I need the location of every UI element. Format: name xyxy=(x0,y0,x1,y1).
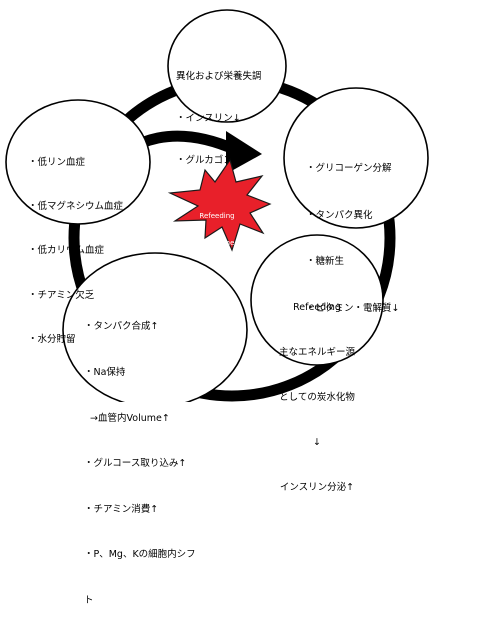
node-bottomright-line: インスリン分泌↑ xyxy=(279,482,355,493)
node-left-text: ・低リン血症 ・低マグネシウム血症 ・低カリウム血症 ・チアミン欠乏 ・水分貯留 xyxy=(28,126,123,363)
node-bottomleft-line: →血管内Volume↑ xyxy=(84,412,170,424)
node-right-circle xyxy=(283,87,429,229)
node-bottomright-text: Refeeding 主なエネルギー源 としての炭水化物 ↓ インスリン分泌↑ xyxy=(262,270,372,510)
node-bottomleft-line: ・チアミン消費↑ xyxy=(84,503,159,515)
node-bottomleft-line: ・P、Mg、Kの細胞内シフ xyxy=(84,549,196,561)
center-label: Refeeding syndrome xyxy=(187,194,247,257)
node-left-line: ・低マグネシウム血症 xyxy=(28,200,124,212)
node-left-line: ・低リン血症 xyxy=(28,156,86,168)
center-burst xyxy=(167,158,272,252)
node-right-line: ・ビタミン・電解質↓ xyxy=(306,302,400,314)
node-bottomleft-line: ・タンパク合成↑ xyxy=(84,321,159,333)
node-bottomright-line: としての炭水化物 xyxy=(279,392,355,403)
node-bottomright-line: Refeeding xyxy=(293,302,341,313)
node-bottomleft-circle xyxy=(62,252,248,402)
node-right-line: ・タンパク異化 xyxy=(306,209,373,221)
node-left-circle xyxy=(5,99,151,225)
center-label-line-2: syndrome xyxy=(199,239,235,247)
node-left-line: ・水分貯留 xyxy=(28,334,76,346)
node-bottomright-circle xyxy=(250,234,384,366)
node-bottomleft-line: ・グルコース取り込み↑ xyxy=(84,458,187,470)
node-top-line: 異化および栄養失調 xyxy=(176,71,262,82)
node-right-text: ・グリコーゲン分解 ・タンパク異化 ・糖新生 ・ビタミン・電解質↓ xyxy=(306,130,399,332)
node-right-line: ・糖新生 xyxy=(306,256,345,267)
node-bottomright-line: ↓ xyxy=(313,437,321,448)
node-right-line: ・グリコーゲン分解 xyxy=(306,163,392,174)
node-bottomleft-line: ・Na保持 xyxy=(84,367,126,379)
node-left-line: ・低カリウム血症 xyxy=(28,245,105,257)
center-label-line-1: Refeeding xyxy=(199,212,235,220)
node-bottomleft-line: ト xyxy=(84,595,94,607)
node-top-text: 異化および栄養失調 ・インスリン↓ ・グルカゴン↑ xyxy=(176,42,262,182)
inner-arc-arrow-head xyxy=(226,131,262,174)
node-top-line: ・インスリン↓ xyxy=(176,113,241,124)
node-left-line: ・チアミン欠乏 xyxy=(28,289,95,301)
node-bottomright-line: 主なエネルギー源 xyxy=(278,347,355,358)
node-top-line: ・グルカゴン↑ xyxy=(176,155,241,166)
node-top-circle xyxy=(167,9,287,123)
cycle-diagram xyxy=(5,9,429,402)
